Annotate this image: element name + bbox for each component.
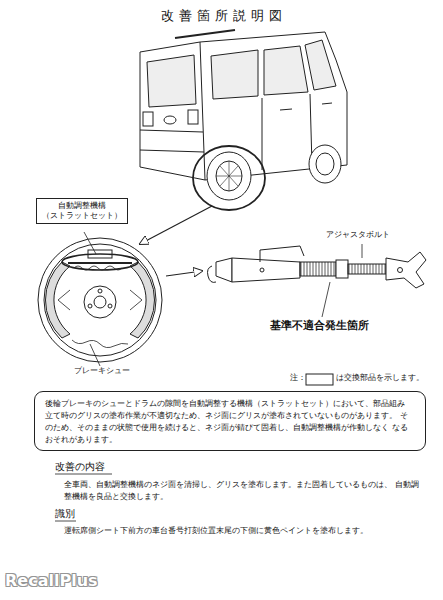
part-name-box: 自動調整機構 （ストラットセット） [36, 198, 128, 224]
leader-line [322, 282, 330, 317]
part-label: アジャスタボルト [326, 230, 390, 241]
node-text: 自動調整機構 （ストラットセット） [42, 201, 122, 221]
leader-line [84, 232, 96, 254]
node-text: 後輪ブレーキのシューとドラムの隙間を自動調整する機構（ストラットセット）において… [45, 397, 415, 445]
leader-line [90, 344, 100, 366]
note-text: は交換部品を示します。 [336, 373, 424, 384]
strut-detail-drawing [208, 246, 427, 288]
section-heading: 改善の内容 [55, 460, 105, 474]
leader-line [362, 244, 363, 258]
defect-label: 基準不適合発生箇所 [270, 318, 369, 332]
legend-box-symbol [306, 374, 333, 385]
section-heading: 識別 [55, 507, 75, 521]
car-drawing [140, 30, 347, 210]
section-body: 全車両、自動調整機構のネジ面を清掃し、グリスを塗布します。また固着しているものは… [64, 478, 424, 502]
pointer-arrow [140, 206, 212, 244]
watermark: RecallPlus [5, 570, 98, 592]
pointer-arrow [166, 271, 202, 276]
part-label: ブレーキシュー [74, 366, 130, 377]
brake-drum-drawing [38, 238, 162, 362]
page-title: 改善箇所説明図 [2, 7, 443, 25]
notice-box: 後輪ブレーキのシューとドラムの隙間を自動調整する機構（ストラットセット）において… [34, 391, 426, 451]
section-body: 運転席側シート下前方の車台番号打刻位置末尾の下側に黄色ペイントを塗布します。 [64, 525, 434, 536]
note-text: 注： [290, 373, 306, 384]
